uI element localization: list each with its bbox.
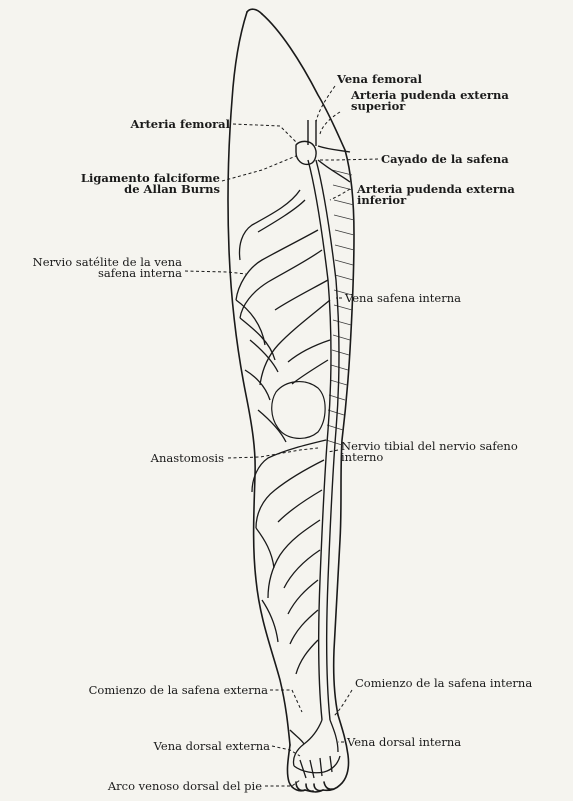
label-vena-dorsal-interna: Vena dorsal interna — [347, 737, 461, 748]
label-vena-safena-interna: Vena safena interna — [345, 293, 461, 304]
label-nervio-satelite-cont: safena interna — [2, 268, 182, 279]
label-arteria-pudenda-externa-inferior-cont: inferior — [357, 195, 406, 206]
label-anastomosis: Anastomosis — [100, 453, 224, 464]
label-vena-femoral: Vena femoral — [337, 74, 422, 85]
label-arco-venoso-dorsal: Arco venoso dorsal del pie — [40, 781, 262, 792]
foot-veins — [290, 720, 340, 778]
label-vena-dorsal-externa: Vena dorsal externa — [80, 741, 270, 752]
label-nervio-tibial-cont: interno — [341, 452, 383, 463]
venous-network — [236, 190, 330, 674]
label-comienzo-safena-interna: Comienzo de la safena interna — [355, 678, 532, 689]
label-arteria-pudenda-externa-superior-cont: superior — [351, 101, 405, 112]
leg-outline — [228, 9, 354, 792]
label-cayado-de-la-safena: Cayado de la safena — [381, 154, 509, 165]
label-comienzo-safena-externa: Comienzo de la safena externa — [40, 685, 268, 696]
label-ligamento-falciforme-cont: de Allan Burns — [60, 184, 220, 195]
label-arteria-femoral: Arteria femoral — [95, 119, 230, 130]
